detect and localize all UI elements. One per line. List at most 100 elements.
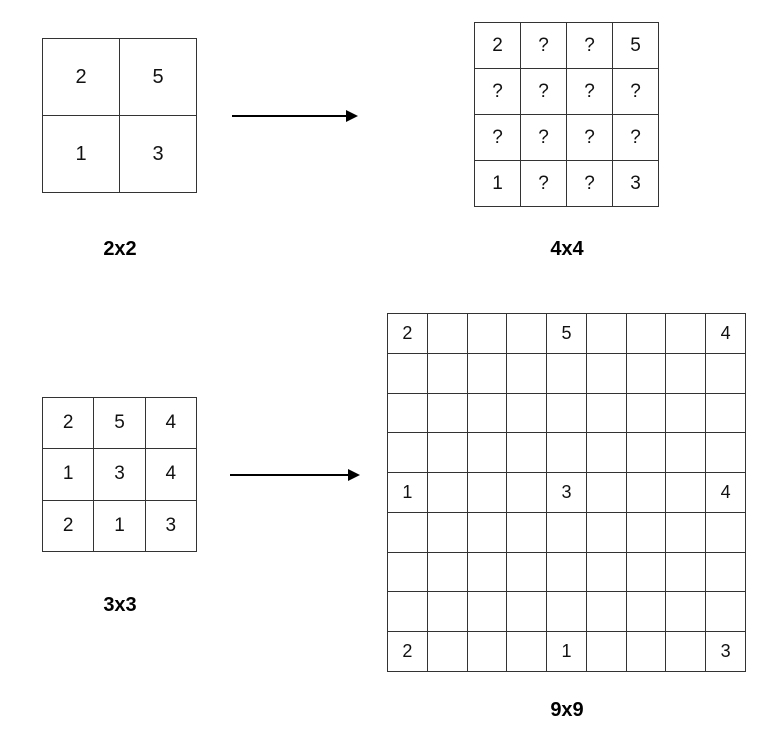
grid-cell <box>507 552 548 593</box>
grid-cell: ? <box>567 161 613 207</box>
grid-cell: ? <box>521 69 567 115</box>
grid-cell <box>626 353 667 394</box>
grid-cell <box>467 353 508 394</box>
grid-cell <box>586 552 627 593</box>
grid-cell: 3 <box>547 473 587 513</box>
grid-cell <box>427 592 468 633</box>
grid-cell: 1 <box>547 632 587 672</box>
grid-cell <box>467 473 508 513</box>
grid-cell <box>706 433 746 474</box>
grid-cell <box>626 552 667 593</box>
grid-label-3x3: 3x3 <box>103 594 137 616</box>
grid-cell: ? <box>613 69 659 115</box>
grid-cell <box>507 353 548 394</box>
grid-cell <box>427 353 468 394</box>
grid-cell: ? <box>521 23 567 69</box>
grid-cell <box>626 512 667 553</box>
grid-cell <box>467 314 508 354</box>
grid-cell <box>388 592 428 633</box>
grid-label-4x4: 4x4 <box>550 238 584 260</box>
grid-cell <box>586 512 627 553</box>
grid-cell <box>586 433 627 474</box>
grid-cell <box>666 353 707 394</box>
grid-cell: 2 <box>388 632 428 672</box>
grid-cell <box>547 393 587 434</box>
grid-cell: 1 <box>475 161 521 207</box>
grid-cell <box>507 632 548 672</box>
grid-cell: 4 <box>706 473 746 513</box>
grid-cell <box>666 393 707 434</box>
grid-cell <box>666 512 707 553</box>
grid-cell <box>626 314 667 354</box>
grid-cell <box>547 552 587 593</box>
grid-cell: 3 <box>613 161 659 207</box>
grid-cell <box>666 473 707 513</box>
grid-cell: ? <box>521 161 567 207</box>
grid-cell: 5 <box>547 314 587 354</box>
grid-label-9x9: 9x9 <box>550 699 584 721</box>
grid-cell <box>467 512 508 553</box>
grid-cell <box>427 512 468 553</box>
grid-cell <box>706 512 746 553</box>
grid-cell: 4 <box>706 314 746 354</box>
grid-cell: 4 <box>145 398 197 450</box>
grid-cell <box>626 592 667 633</box>
grid-cell <box>666 632 707 672</box>
grid-cell: 1 <box>43 116 120 193</box>
grid-cell: 5 <box>94 398 146 450</box>
grid-cell <box>507 512 548 553</box>
grid-cell <box>427 552 468 593</box>
grid-cell <box>666 552 707 593</box>
grid-cell <box>388 393 428 434</box>
grid-cell <box>507 314 548 354</box>
grid-cell <box>507 592 548 633</box>
grid-cell <box>586 473 627 513</box>
grid-cell <box>467 433 508 474</box>
grid-cell <box>547 592 587 633</box>
grid-cell <box>666 592 707 633</box>
grid-cell <box>427 314 468 354</box>
grid-cell <box>427 632 468 672</box>
grid-cell <box>388 552 428 593</box>
grid-cell: 2 <box>388 314 428 354</box>
grid-cell <box>388 353 428 394</box>
grid-cell: ? <box>567 115 613 161</box>
grid-cell: ? <box>613 115 659 161</box>
grid-cell <box>427 473 468 513</box>
grid-cell: 1 <box>388 473 428 513</box>
grid-cell: ? <box>475 69 521 115</box>
grid-cell <box>586 632 627 672</box>
grid-cell <box>666 314 707 354</box>
grid-4x4: 2??5????????1??3 <box>474 22 659 207</box>
grid-cell <box>706 592 746 633</box>
grid-cell <box>427 433 468 474</box>
right-arrow-icon <box>230 469 360 481</box>
grid-cell: 4 <box>145 449 197 501</box>
grid-cell: 3 <box>120 116 197 193</box>
grid-cell <box>547 353 587 394</box>
grid-cell <box>706 393 746 434</box>
grid-cell <box>467 592 508 633</box>
grid-cell <box>586 314 627 354</box>
right-arrow-icon <box>232 110 358 122</box>
grid-cell: ? <box>567 69 613 115</box>
grid-cell: 2 <box>43 39 120 116</box>
grid-cell: 5 <box>120 39 197 116</box>
grid-cell <box>666 433 707 474</box>
grid-cell: 3 <box>94 449 146 501</box>
grid-9x9: 2 5 4 1 3 4 2 1 3 <box>387 313 746 672</box>
grid-cell: ? <box>475 115 521 161</box>
grid-cell: ? <box>567 23 613 69</box>
grid-cell <box>586 592 627 633</box>
grid-cell <box>626 433 667 474</box>
grid-cell <box>467 393 508 434</box>
grid-cell: 3 <box>706 632 746 672</box>
grid-cell: 1 <box>94 500 146 552</box>
grid-cell: 5 <box>613 23 659 69</box>
grid-cell <box>626 632 667 672</box>
grid-cell <box>547 433 587 474</box>
grid-cell <box>547 512 587 553</box>
grid-cell <box>586 393 627 434</box>
